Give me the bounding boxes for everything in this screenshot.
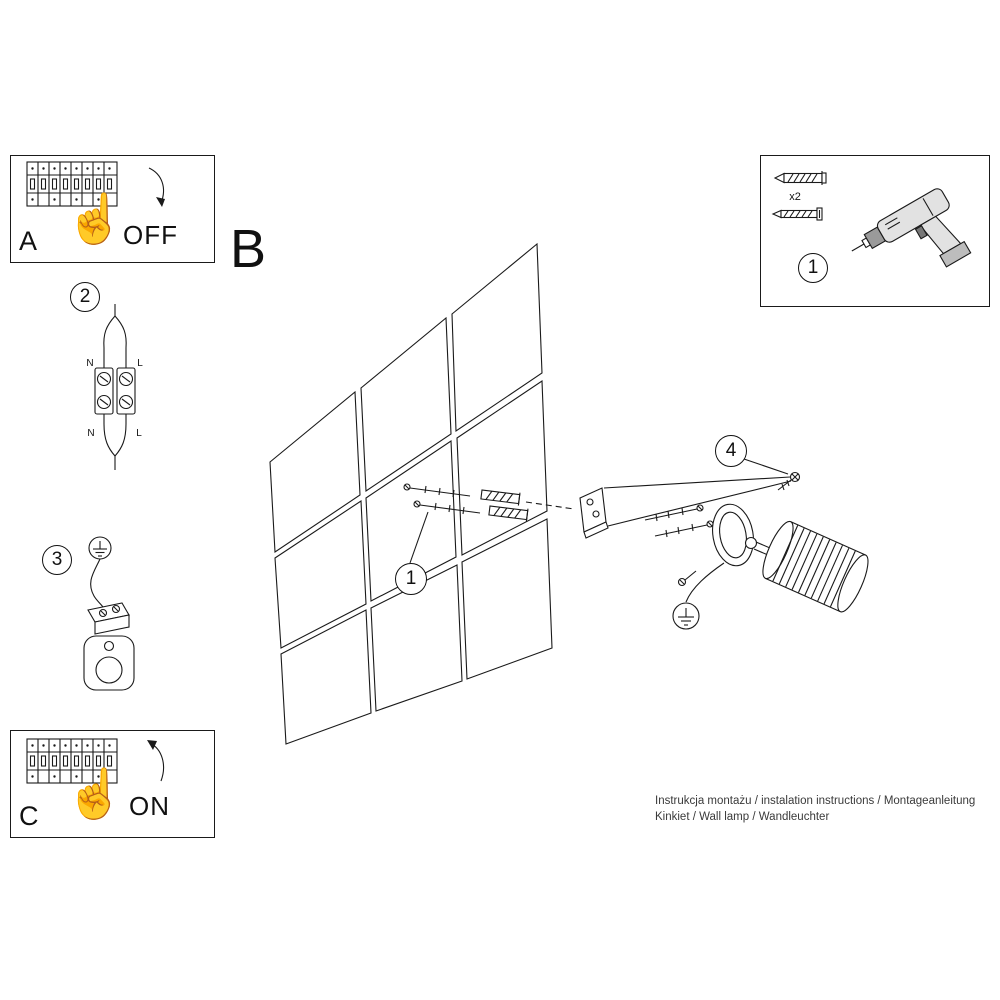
earth-symbol-icon xyxy=(672,602,700,630)
terminal-connector-icon xyxy=(87,602,130,635)
hardware-badge: 1 xyxy=(798,253,828,283)
wall-plug-icon xyxy=(488,505,529,522)
section-b-letter: B xyxy=(230,219,267,279)
drill-icon xyxy=(851,188,972,268)
mounting-plate-icon xyxy=(83,635,135,691)
top-fixing-screw-icon xyxy=(777,471,801,491)
power-on-label: ON xyxy=(129,791,170,821)
sight-line-bottom xyxy=(607,480,792,527)
ground-connector-drawing xyxy=(83,536,135,691)
power-off-panel: ☝ A OFF xyxy=(10,155,215,263)
step-2-badge: 2 xyxy=(70,282,100,312)
turn-on-arrow-icon xyxy=(147,740,165,782)
wiring-diagram: N L N L xyxy=(86,304,143,470)
lamp-pivot-knob xyxy=(744,536,758,550)
earth-wire xyxy=(90,558,104,608)
wall-tile xyxy=(370,564,463,712)
wall-lamp-icon xyxy=(712,503,869,613)
breaker-panel-icon xyxy=(26,738,118,784)
wall-tile xyxy=(360,316,452,492)
footer: Instrukcja montażu / instalation instruc… xyxy=(655,793,995,825)
mounting-bracket-icon xyxy=(579,487,609,539)
wall-step-badge: 1 xyxy=(395,563,427,595)
footer-line-1: Instrukcja montażu / instalation instruc… xyxy=(655,795,976,807)
fixing-step-badge: 4 xyxy=(715,435,747,467)
terminal-block-icon xyxy=(94,367,136,415)
turn-off-arrow-icon xyxy=(148,167,165,207)
wall-tile xyxy=(269,390,361,553)
hardware-box: x2 1 xyxy=(760,155,990,307)
ground-screw-icon xyxy=(677,570,697,587)
wall-tile xyxy=(280,609,372,745)
step-a-letter: A xyxy=(19,226,38,256)
breaker-panel-icon xyxy=(26,161,118,207)
wall-screws-icon xyxy=(403,483,481,515)
lamp-shade xyxy=(762,520,869,613)
fixing-screws-icon xyxy=(644,504,714,538)
power-off-label: OFF xyxy=(123,220,178,250)
ground-wire xyxy=(685,562,725,603)
hand-icon: ☝ xyxy=(65,768,125,821)
hardware-drawing: x2 xyxy=(771,171,972,268)
wall-anchor-icon xyxy=(773,171,827,185)
hand-icon: ☝ xyxy=(65,193,125,246)
anchor-qty-label: x2 xyxy=(789,191,801,203)
wire-l-top-label: L xyxy=(137,358,143,369)
earth-symbol-icon xyxy=(88,536,112,560)
power-on-panel: ☝ C ON xyxy=(10,730,215,838)
wire-l-bottom-label: L xyxy=(136,428,142,439)
wall-tile xyxy=(274,500,367,649)
alignment-dash-line xyxy=(525,501,575,510)
screw-icon xyxy=(771,207,823,221)
badge-1-pointer-line xyxy=(409,511,429,564)
power-off-drawing xyxy=(26,161,165,207)
sight-line-top xyxy=(603,476,791,489)
wall-tile xyxy=(461,518,553,680)
wall-tile xyxy=(451,242,543,433)
footer-line-2: Kinkiet / Wall lamp / Wandleuchter xyxy=(655,811,830,823)
badge-4-pointer-line xyxy=(743,458,789,475)
step-3-badge: 3 xyxy=(42,545,72,575)
main-scene xyxy=(269,242,869,745)
wire-n-bottom-label: N xyxy=(87,428,94,439)
wall-tile xyxy=(365,439,457,602)
wall-plug-icon xyxy=(480,489,521,506)
wire-n-top-label: N xyxy=(86,358,93,369)
step-c-letter: C xyxy=(19,801,39,831)
power-on-drawing xyxy=(26,738,165,784)
